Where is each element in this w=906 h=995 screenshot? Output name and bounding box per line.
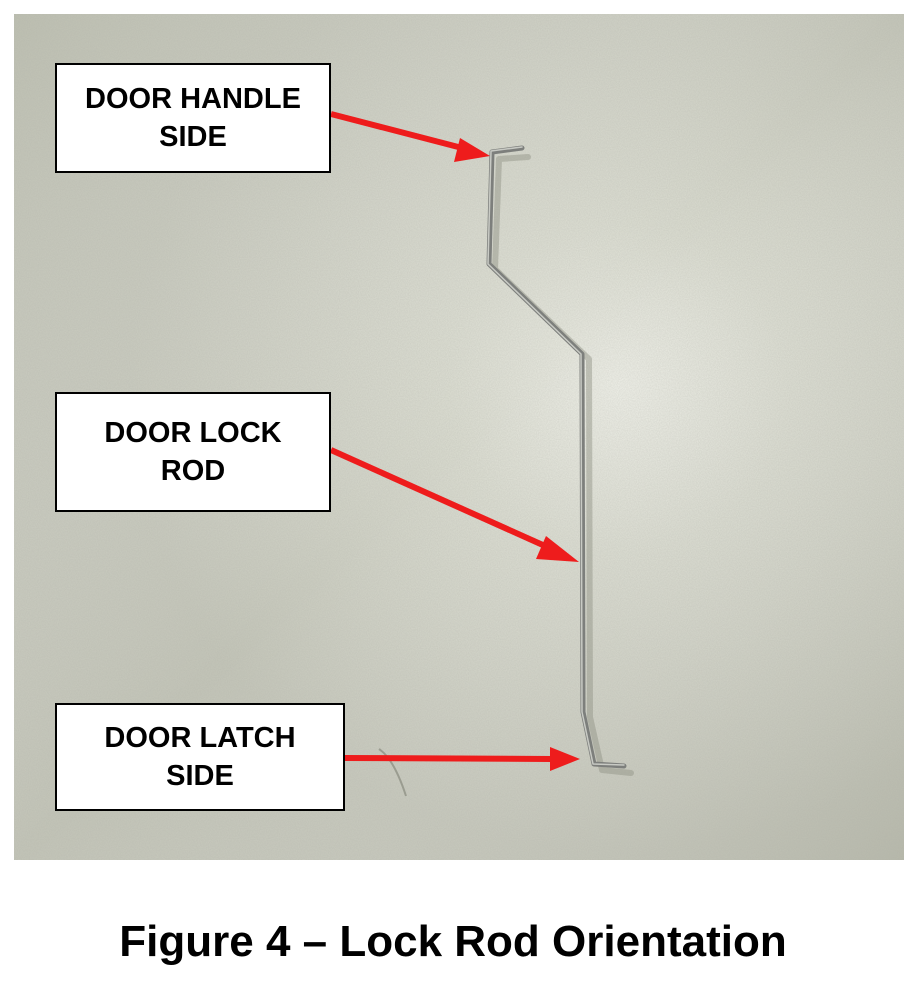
figure-caption: Figure 4 – Lock Rod Orientation	[119, 917, 787, 966]
door-latch-side-line2: SIDE	[166, 760, 234, 792]
door-lock-rod-label: DOOR LOCK ROD	[55, 392, 331, 512]
door-handle-side-line1: DOOR HANDLE	[85, 83, 301, 115]
arrow-rod	[329, 447, 579, 562]
rod-highlight	[487, 146, 625, 766]
door-handle-side-line2: SIDE	[159, 121, 227, 153]
arrow-latch	[344, 747, 580, 771]
door-lock-rod-line2: ROD	[160, 455, 226, 487]
door-handle-side-label: DOOR HANDLE SIDE	[55, 63, 331, 173]
door-lock-rod-line1: DOOR LOCK	[104, 417, 282, 449]
door-latch-side-label: DOOR LATCH SIDE	[55, 703, 345, 811]
rod-shadow	[492, 154, 634, 776]
door-latch-side-line1: DOOR LATCH	[104, 722, 296, 754]
arrow-handle	[330, 111, 490, 162]
debris-wire	[378, 748, 407, 797]
